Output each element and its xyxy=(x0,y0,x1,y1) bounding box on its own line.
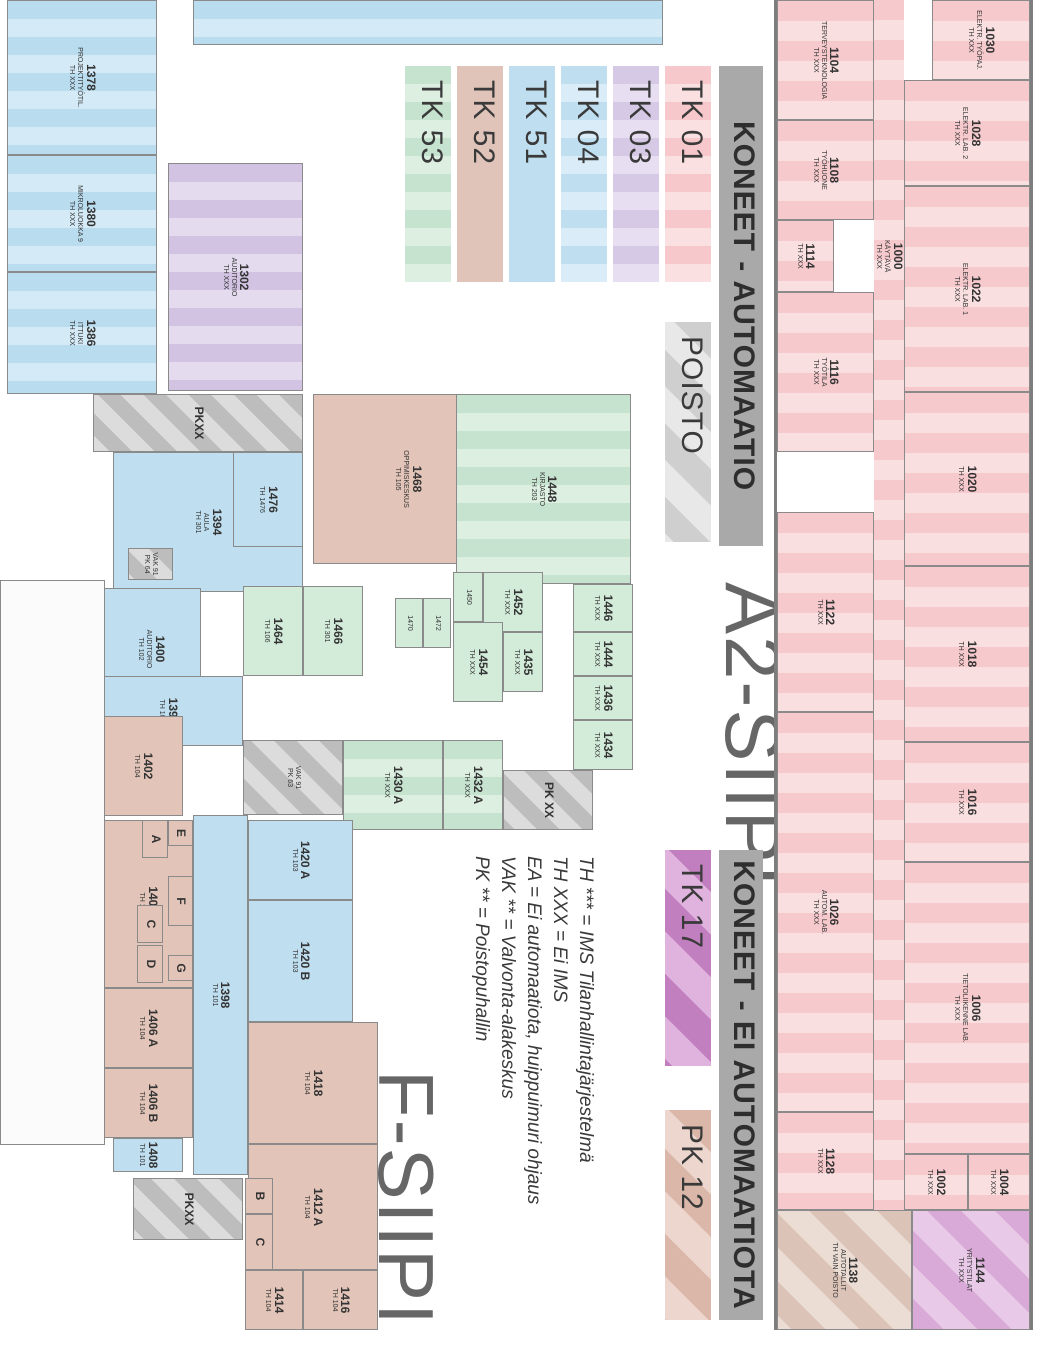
banner-automated: KONEET - AUTOMAATIO xyxy=(719,66,763,546)
room-1472: 1472 xyxy=(423,598,451,648)
room-sub-c2: C xyxy=(245,1214,273,1270)
legend-tk01: TK 01 xyxy=(665,66,711,282)
legend-tk52: TK 52 xyxy=(457,66,503,282)
legend-pk12: PK 12 xyxy=(665,1110,711,1320)
building-outline-right xyxy=(0,580,105,1145)
definition-pk: PK ** = Poistopuhallin xyxy=(471,856,492,1042)
legend-tk17: TK 17 xyxy=(665,850,711,1066)
definition-th-xxx: TH XXX = Ei IMS xyxy=(549,856,570,1003)
room-sub-f: F xyxy=(168,876,193,926)
room-sub-g: G xyxy=(168,955,193,981)
definition-vak: VAK ** = Valvonta-alakeskus xyxy=(497,856,518,1099)
room-sub-e: E xyxy=(168,820,193,846)
a2-outer-wall-top xyxy=(1030,0,1033,1330)
legend-tk04: TK 04 xyxy=(561,66,607,282)
banner-not-automated: KONEET - EI AUTOMAATIOTA xyxy=(719,850,763,1320)
legend-tk03: TK 03 xyxy=(613,66,659,282)
legend-poisto: POISTO xyxy=(665,322,711,542)
definition-th-ims: TH *** = IMS Tilanhallintajärjestelmä xyxy=(575,856,596,1163)
legend-definitions: TH *** = IMS Tilanhallintajärjestelmä TH… xyxy=(468,856,598,1326)
room-sub-a: A xyxy=(142,820,168,858)
legend-tk51: TK 51 xyxy=(509,66,555,282)
room-sub-c1: C xyxy=(137,905,163,943)
room-pkxx-mid: PK XX xyxy=(503,770,593,830)
room-pkxx-top: PKXX xyxy=(93,394,303,452)
room-1450: 1450 xyxy=(453,572,483,622)
room-1470: 1470 xyxy=(395,598,423,648)
room-pkxx-bottom: PKXX xyxy=(133,1178,243,1240)
room-sub-d: D xyxy=(137,945,163,983)
room-sub-b: B xyxy=(245,1178,273,1214)
definition-ea: EA = Ei automaatiota, huippuimuri ohjaus xyxy=(523,856,544,1205)
legend-tk53: TK 53 xyxy=(405,66,451,282)
room-top-strip xyxy=(193,0,663,45)
